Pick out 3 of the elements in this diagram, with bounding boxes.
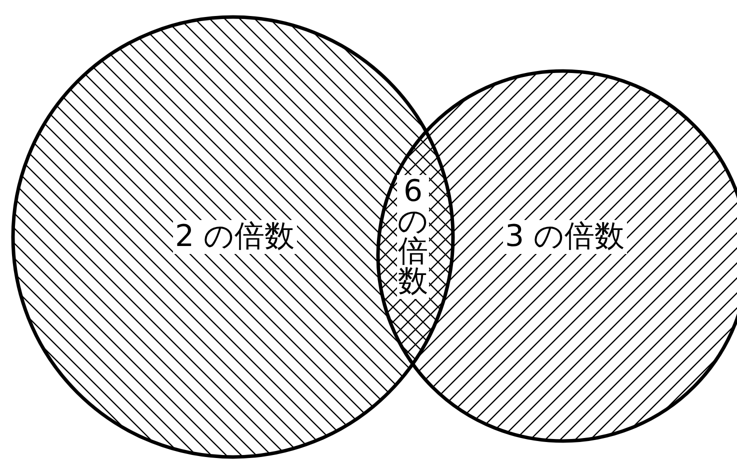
set-label: 3 の倍数 [503,220,627,254]
intersection-label: 6の倍数 [397,175,429,299]
set-label: 2 の倍数 [173,220,297,254]
